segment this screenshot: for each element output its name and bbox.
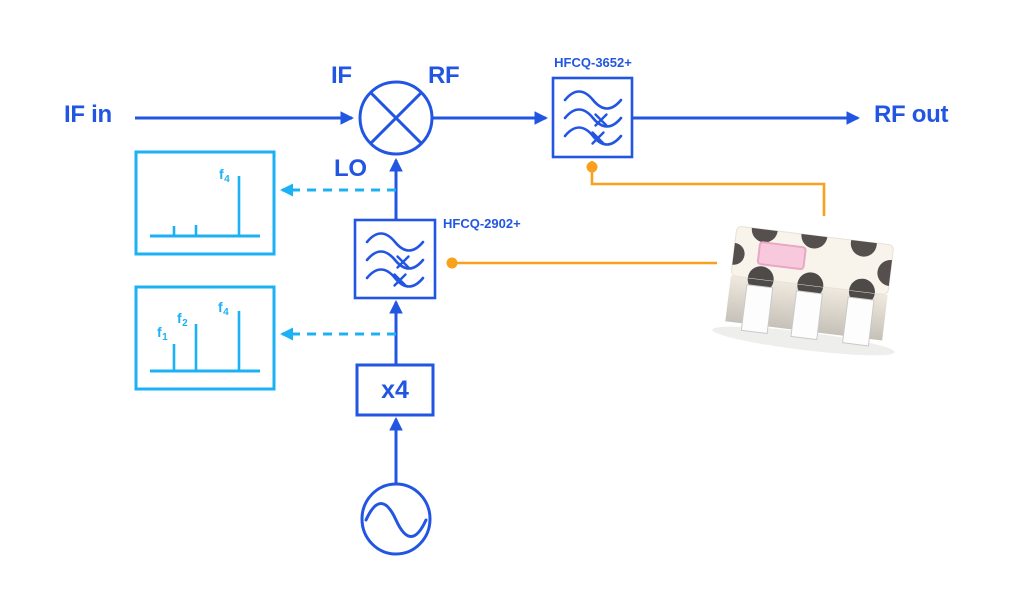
mixer-rf-port-label: RF bbox=[428, 62, 460, 89]
lower-peak-label-f2: f2 bbox=[177, 310, 188, 329]
lower-peak-label-f1: f1 bbox=[157, 324, 168, 343]
component-photo bbox=[712, 226, 895, 356]
rf-filter-part-number: HFCQ-3652+ bbox=[554, 55, 632, 70]
component-shadow bbox=[712, 326, 895, 356]
lo-filter-icon bbox=[353, 218, 437, 300]
sine-wave-icon bbox=[364, 502, 428, 538]
oscillator-icon bbox=[360, 482, 432, 556]
multiplier-label: x4 bbox=[381, 375, 409, 404]
component-pin bbox=[790, 290, 823, 341]
callout-dot-lo-filter bbox=[446, 257, 458, 269]
rf-out-label: RF out bbox=[874, 101, 949, 128]
if-in-label: IF in bbox=[64, 101, 112, 128]
mixer-lo-port-label: LO bbox=[334, 155, 367, 182]
upper-peak-label-f4: f4 bbox=[219, 166, 230, 185]
callout-line-rf-filter bbox=[590, 161, 826, 216]
callout-dot-rf-filter bbox=[586, 161, 598, 173]
mixer-icon bbox=[358, 80, 434, 156]
mixer-if-port-label: IF bbox=[331, 62, 352, 89]
spectrum-inset-lower bbox=[134, 285, 276, 391]
lo-filter-part-number: HFCQ-2902+ bbox=[443, 216, 521, 231]
spectrum-inset-upper bbox=[134, 150, 276, 256]
lower-peak-label-f4: f4 bbox=[218, 299, 229, 318]
component-label-mark bbox=[756, 241, 807, 271]
component-pin bbox=[842, 296, 875, 347]
rf-filter-icon bbox=[551, 76, 634, 159]
component-pin bbox=[740, 284, 774, 335]
multiplier-box bbox=[355, 363, 435, 417]
